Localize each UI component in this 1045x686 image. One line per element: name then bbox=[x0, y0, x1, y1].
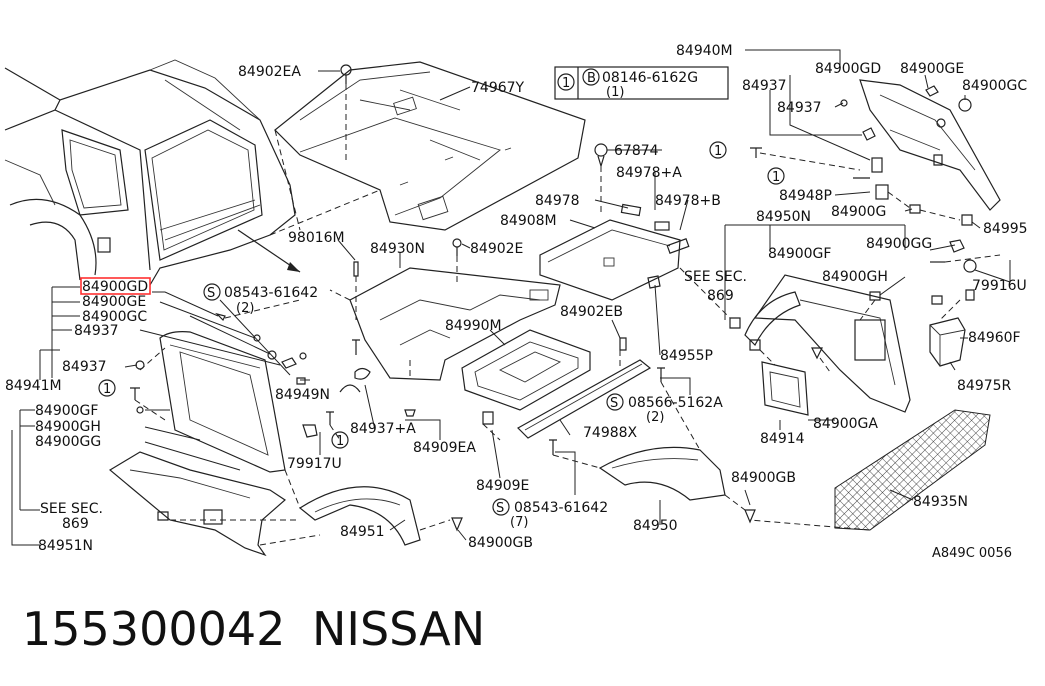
label-84941m: 84941M bbox=[5, 378, 62, 394]
label-08543-2: 08543-61642 bbox=[514, 500, 608, 516]
label-84900ge-l: 84900GE bbox=[82, 294, 146, 310]
label-84950: 84950 bbox=[633, 518, 678, 534]
label-84900ga: 84900GA bbox=[813, 416, 878, 432]
label-84935n: 84935N bbox=[913, 494, 968, 510]
label-84902eb: 84902EB bbox=[560, 304, 623, 320]
label-84978a: 84978+A bbox=[616, 165, 682, 181]
label-84937-top: 84937 bbox=[742, 78, 787, 94]
leader-lines bbox=[11, 49, 1011, 546]
label-84900ge-top: 84900GE bbox=[900, 61, 964, 77]
label-84900gb-r: 84900GB bbox=[731, 470, 796, 486]
label-84900gh-r: 84900GH bbox=[822, 269, 888, 285]
label-84902ea: 84902EA bbox=[238, 64, 301, 80]
label-84900gh-l: 84900GH bbox=[35, 419, 101, 435]
label-84900gd-left: 84900GD bbox=[82, 279, 148, 295]
label-84955p: 84955P bbox=[660, 348, 713, 364]
label-98016m: 98016M bbox=[288, 230, 345, 246]
part-labels: 84940M 84937 84900GD 84900GE 84900GC 849… bbox=[5, 43, 1028, 656]
label-see-sec-l: SEE SEC. bbox=[40, 501, 103, 517]
upper-trim-84940m bbox=[859, 79, 1001, 211]
circle-1-d: 1 bbox=[336, 434, 344, 449]
label-84951: 84951 bbox=[340, 524, 385, 540]
label-84900gf-r: 84900GF bbox=[768, 246, 831, 262]
label-84950n: 84950N bbox=[756, 209, 811, 225]
label-84908m: 84908M bbox=[500, 213, 557, 229]
label-84900gg-l: 84900GG bbox=[35, 434, 101, 450]
label-84951n: 84951N bbox=[38, 538, 93, 554]
label-84900gd: 84900GD bbox=[815, 61, 881, 77]
vehicle-rear-drawing bbox=[4, 59, 301, 286]
wheel-house-84950 bbox=[598, 446, 726, 501]
side-trim-84950n bbox=[744, 274, 911, 413]
label-67874: 67874 bbox=[614, 143, 659, 159]
floor-board-84930n bbox=[349, 267, 561, 381]
footer-brand: NISSAN bbox=[312, 602, 485, 656]
label-84937-l: 84937 bbox=[74, 323, 119, 339]
label-84990m: 84990M bbox=[445, 318, 502, 334]
cargo-net-84935n bbox=[834, 409, 991, 531]
storage-tray-84990m bbox=[461, 329, 591, 411]
circle-b-box: B bbox=[587, 71, 596, 86]
label-see-sec-l-869: 869 bbox=[62, 516, 89, 532]
label-see-sec-r-869: 869 bbox=[707, 288, 734, 304]
label-84940m: 84940M bbox=[676, 43, 733, 59]
wheel-house-84951 bbox=[298, 486, 421, 546]
label-diagram-code: A849C 0056 bbox=[932, 546, 1012, 561]
label-84909e: 84909E bbox=[476, 478, 529, 494]
label-79916u: 79916U bbox=[972, 278, 1027, 294]
label-84978b: 84978+B bbox=[655, 193, 721, 209]
label-08543-1-qty: (2) bbox=[236, 301, 254, 316]
label-84937-b: 84937 bbox=[777, 100, 822, 116]
cover-84908m bbox=[539, 203, 690, 301]
label-74988x: 74988X bbox=[583, 425, 638, 441]
callout-symbols bbox=[98, 66, 785, 516]
label-box-qty: (1) bbox=[606, 85, 624, 100]
label-08543-1: 08543-61642 bbox=[224, 285, 318, 301]
fasteners bbox=[130, 64, 977, 532]
label-84949n: 84949N bbox=[275, 387, 330, 403]
label-84900gc-top: 84900GC bbox=[962, 78, 1027, 94]
label-84900gg-r: 84900GG bbox=[866, 236, 932, 252]
panel-84914 bbox=[761, 361, 809, 416]
label-84902e: 84902E bbox=[470, 241, 523, 257]
label-box-code: 08146-6162G bbox=[602, 70, 698, 86]
circle-s-b: S bbox=[610, 396, 618, 411]
label-08566-qty: (2) bbox=[646, 410, 664, 425]
label-84978: 84978 bbox=[535, 193, 580, 209]
label-08566: 08566-5162A bbox=[628, 395, 723, 411]
label-74967y: 74967Y bbox=[471, 80, 525, 96]
box-84960f bbox=[929, 317, 966, 367]
label-84900gf-l: 84900GF bbox=[35, 403, 98, 419]
label-84937-l2: 84937 bbox=[62, 359, 107, 375]
label-79917u: 79917U bbox=[287, 456, 342, 472]
circle-1-c: 1 bbox=[103, 382, 111, 397]
circle-1-box: 1 bbox=[562, 76, 570, 91]
label-84975r: 84975R bbox=[957, 378, 1012, 394]
label-08543-2-qty: (7) bbox=[510, 515, 528, 530]
label-84948p: 84948P bbox=[779, 188, 832, 204]
circle-1-a: 1 bbox=[714, 144, 722, 159]
label-84937a: 84937+A bbox=[350, 421, 416, 437]
label-84900gb-b: 84900GB bbox=[468, 535, 533, 551]
circle-s-c: S bbox=[496, 501, 504, 516]
label-84909ea: 84909EA bbox=[413, 440, 476, 456]
floor-mat-74967y bbox=[274, 61, 586, 231]
label-84900gc-l: 84900GC bbox=[82, 309, 147, 325]
label-84960f: 84960F bbox=[968, 330, 1021, 346]
label-84900g: 84900G bbox=[831, 204, 886, 220]
label-84914: 84914 bbox=[760, 431, 805, 447]
side-trim-84941m bbox=[159, 331, 286, 473]
footer-part-number: 155300042 bbox=[22, 602, 285, 656]
lower-trim-84951n bbox=[108, 451, 286, 557]
highlight-box bbox=[80, 277, 151, 295]
label-see-sec-r: SEE SEC. bbox=[684, 269, 747, 285]
sill-plate-74988x bbox=[517, 359, 652, 439]
circle-s-a: S bbox=[207, 286, 215, 301]
circle-1-b: 1 bbox=[772, 170, 780, 185]
assembly-dashed-lines bbox=[134, 84, 1001, 546]
label-84930n: 84930N bbox=[370, 241, 425, 257]
label-84995: 84995 bbox=[983, 221, 1028, 237]
